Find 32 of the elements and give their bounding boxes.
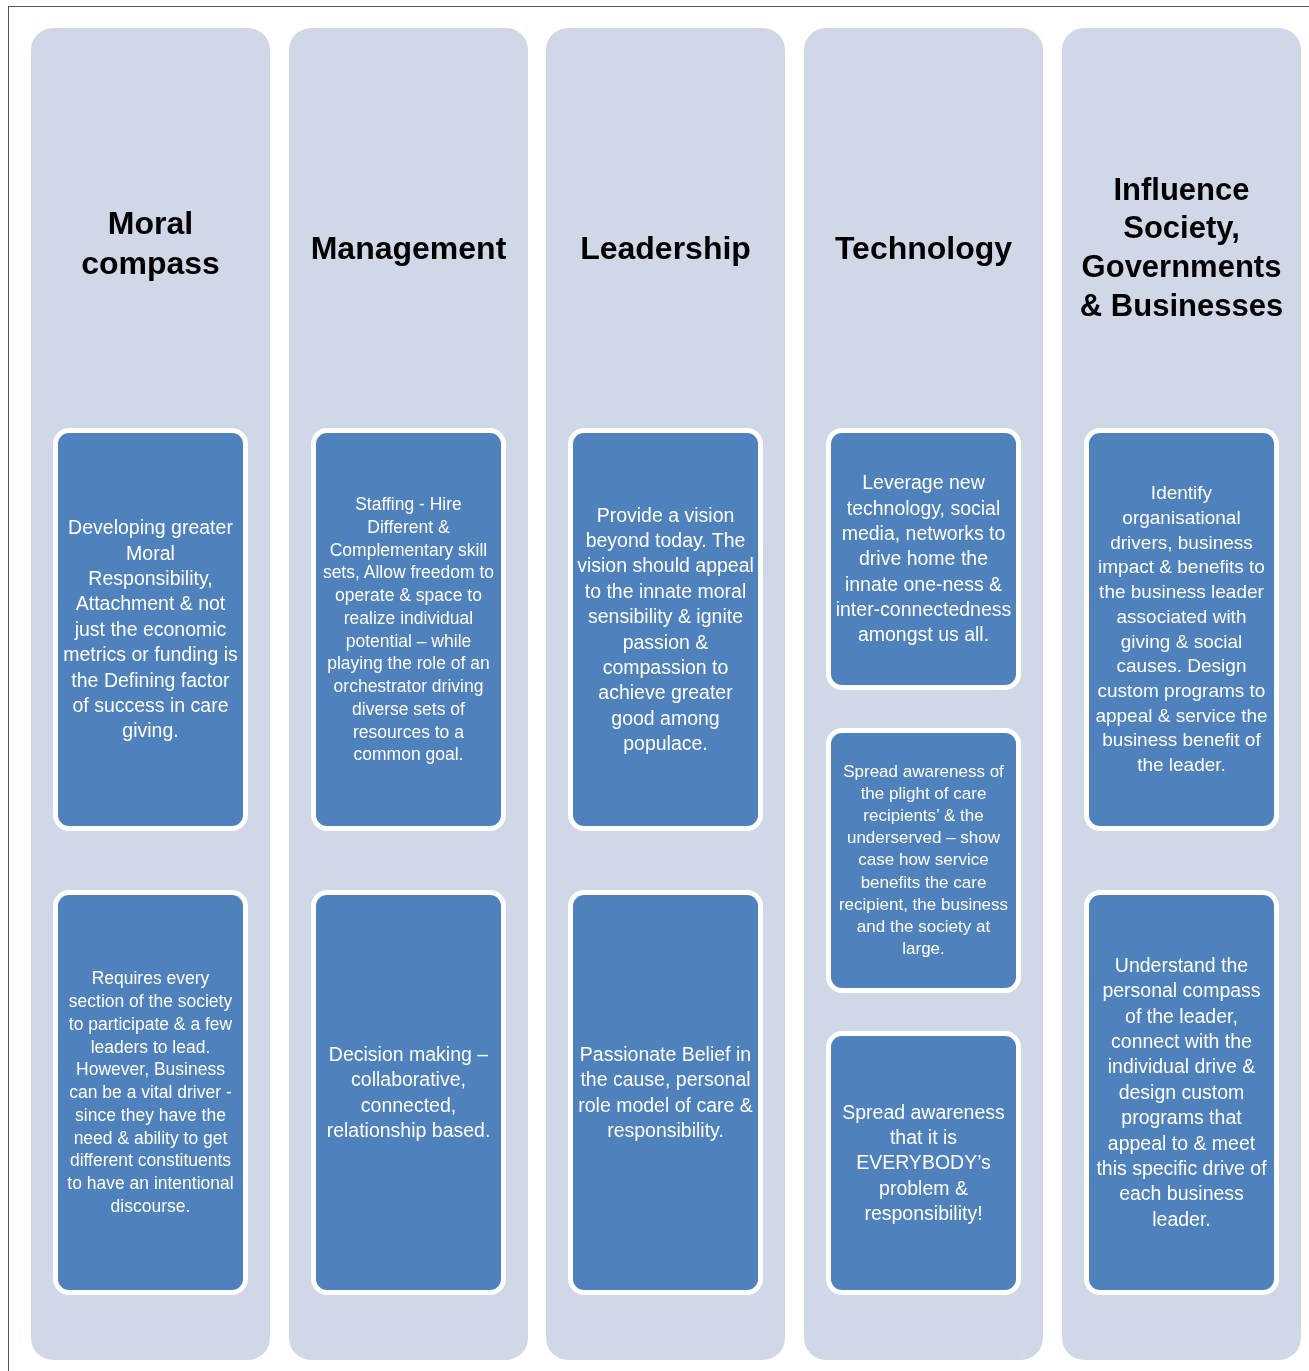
box-text: Spread awareness of the plight of care recipients’ & the underserved – show case how service benefits the care recipient, the business and the society at large. bbox=[837, 761, 1010, 960]
column-heading: Management bbox=[309, 229, 508, 268]
box-text: Understand the personal compass of the leader, connect with the individual drive & design custom programs that appeal to & meet this specific drive of each business leader. bbox=[1095, 953, 1268, 1232]
text-box bbox=[1084, 890, 1279, 1295]
box-text: Spread awareness that it is EVERYBODY’s problem & responsibility! bbox=[841, 1099, 1006, 1226]
text-box bbox=[826, 1031, 1021, 1295]
text-box bbox=[311, 890, 506, 1295]
column-heading: Technology bbox=[833, 229, 1014, 268]
text-box bbox=[826, 728, 1021, 993]
box-text: Provide a vision beyond today. The vision should appeal to the innate moral sensibility & ignite passion & compassion to achieve greater good among populace. bbox=[577, 502, 754, 756]
column-panel bbox=[31, 28, 270, 1360]
column-heading: Moral compass bbox=[80, 204, 221, 283]
column-panel bbox=[546, 28, 785, 1360]
text-box bbox=[53, 428, 248, 831]
box-text: Leverage new technology, social media, networks to drive home the innate one-ness & inter-connectedness amongst us all. bbox=[835, 470, 1012, 648]
column-panel bbox=[289, 28, 528, 1360]
text-box bbox=[568, 428, 763, 831]
column-panel bbox=[804, 28, 1043, 1360]
text-box bbox=[311, 428, 506, 831]
column-heading: Influence Society, Governments & Businesses bbox=[1078, 170, 1285, 325]
box-text: Requires every section of the society to participate & a few leaders to lead. However, Business can be a vital driver - since they have the need & ability to get different constituents to have an intentional discourse. bbox=[66, 967, 235, 1218]
column-panel bbox=[1062, 28, 1301, 1360]
box-text: Staffing - Hire Different & Complementary skill sets, Allow freedom to operate & space to realize individual potential – while playing the role of an orchestrator driving diverse sets of resources to a common goal. bbox=[321, 493, 496, 766]
text-box bbox=[1084, 428, 1279, 831]
box-text: Developing greater Moral Responsibility, Attachment & not just the economic metrics or funding is the Defining factor of success in care giving. bbox=[62, 515, 239, 744]
box-text: Decision making – collaborative, connected, relationship based. bbox=[325, 1041, 492, 1143]
box-text: Passionate Belief in the cause, personal role model of care & responsibility. bbox=[577, 1041, 754, 1143]
column-heading: Leadership bbox=[579, 229, 752, 268]
text-box bbox=[53, 890, 248, 1295]
box-text: Identify organisational drivers, business impact & benefits to the business leader associated with giving & social causes. Design custom programs to appeal & service the business benefit of the leader. bbox=[1094, 481, 1269, 777]
text-box bbox=[568, 890, 763, 1295]
text-box bbox=[826, 428, 1021, 690]
